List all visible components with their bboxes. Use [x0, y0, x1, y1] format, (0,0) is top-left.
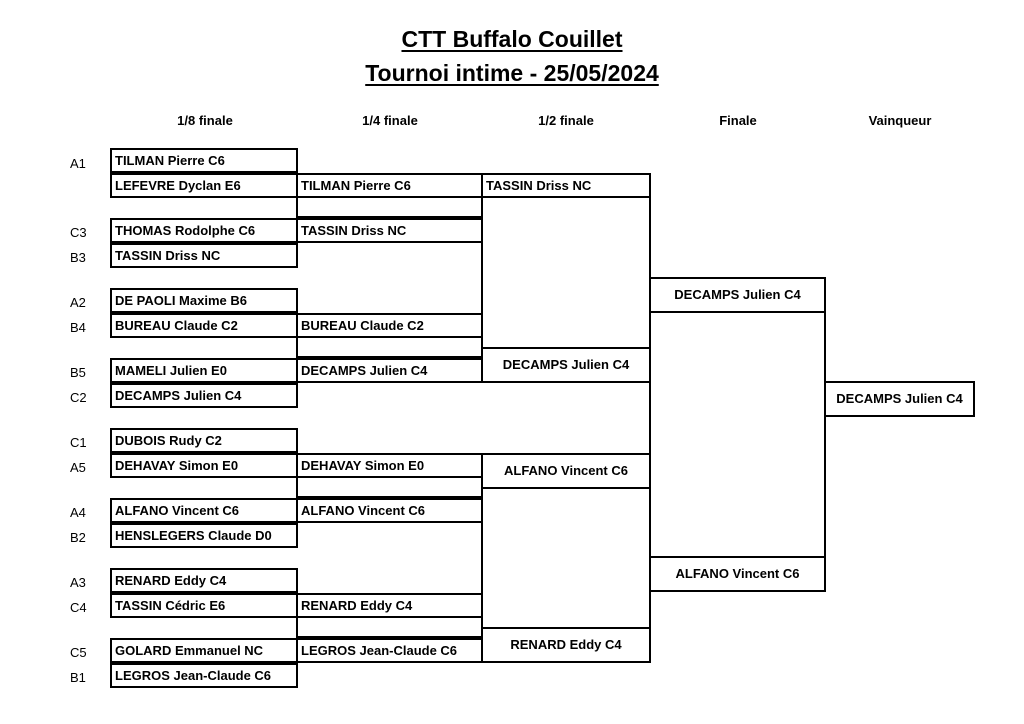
qf-player: DECAMPS Julien C4 — [296, 358, 483, 383]
r16-player: ALFANO Vincent C6 — [110, 498, 298, 523]
r16-player: TILMAN Pierre C6 — [110, 148, 298, 173]
r16-player: MAMELI Julien E0 — [110, 358, 298, 383]
final-player: ALFANO Vincent C6 — [649, 556, 826, 592]
seed-label: B4 — [70, 320, 86, 335]
seed-label: A5 — [70, 460, 86, 475]
page-subtitle: Tournoi intime - 25/05/2024 — [365, 60, 659, 86]
qf-player: TASSIN Driss NC — [296, 218, 483, 243]
r16-player: THOMAS Rodolphe C6 — [110, 218, 298, 243]
r16-player: DECAMPS Julien C4 — [110, 383, 298, 408]
seed-label: A3 — [70, 575, 86, 590]
sf-player: RENARD Eddy C4 — [481, 627, 651, 663]
final-player: DECAMPS Julien C4 — [649, 277, 826, 313]
seed-label: C4 — [70, 600, 87, 615]
round-header-quarter: 1/4 finale — [362, 113, 418, 128]
seed-label: A1 — [70, 156, 86, 171]
r16-player: GOLARD Emmanuel NC — [110, 638, 298, 663]
sf-player: ALFANO Vincent C6 — [481, 453, 651, 489]
r16-player: LEFEVRE Dyclan E6 — [110, 173, 298, 198]
r16-player: RENARD Eddy C4 — [110, 568, 298, 593]
seed-label: C5 — [70, 645, 87, 660]
round-header-winner: Vainqueur — [868, 113, 932, 128]
seed-label: B1 — [70, 670, 86, 685]
seed-label: A4 — [70, 505, 86, 520]
winner-box: DECAMPS Julien C4 — [824, 381, 975, 417]
r16-player: LEGROS Jean-Claude C6 — [110, 663, 298, 688]
qf-player: DEHAVAY Simon E0 — [296, 453, 483, 478]
sf-player: DECAMPS Julien C4 — [481, 347, 651, 383]
sf-player: TASSIN Driss NC — [481, 173, 651, 198]
seed-label: C2 — [70, 390, 87, 405]
r16-player: HENSLEGERS Claude D0 — [110, 523, 298, 548]
qf-player: LEGROS Jean-Claude C6 — [296, 638, 483, 663]
round-header-eighth: 1/8 finale — [177, 113, 233, 128]
seed-label: B2 — [70, 530, 86, 545]
r16-player: TASSIN Driss NC — [110, 243, 298, 268]
seed-label: B5 — [70, 365, 86, 380]
seed-label: A2 — [70, 295, 86, 310]
r16-player: BUREAU Claude C2 — [110, 313, 298, 338]
qf-player: RENARD Eddy C4 — [296, 593, 483, 618]
seed-label: B3 — [70, 250, 86, 265]
qf-player: BUREAU Claude C2 — [296, 313, 483, 338]
r16-player: DUBOIS Rudy C2 — [110, 428, 298, 453]
r16-player: DEHAVAY Simon E0 — [110, 453, 298, 478]
r16-player: DE PAOLI Maxime B6 — [110, 288, 298, 313]
seed-label: C1 — [70, 435, 87, 450]
final-frame — [649, 277, 826, 592]
seed-label: C3 — [70, 225, 87, 240]
round-header-final: Finale — [719, 113, 757, 128]
qf-player: ALFANO Vincent C6 — [296, 498, 483, 523]
page-title: CTT Buffalo Couillet — [401, 26, 623, 52]
qf-player: TILMAN Pierre C6 — [296, 173, 483, 198]
r16-player: TASSIN Cédric E6 — [110, 593, 298, 618]
round-header-semi: 1/2 finale — [538, 113, 594, 128]
